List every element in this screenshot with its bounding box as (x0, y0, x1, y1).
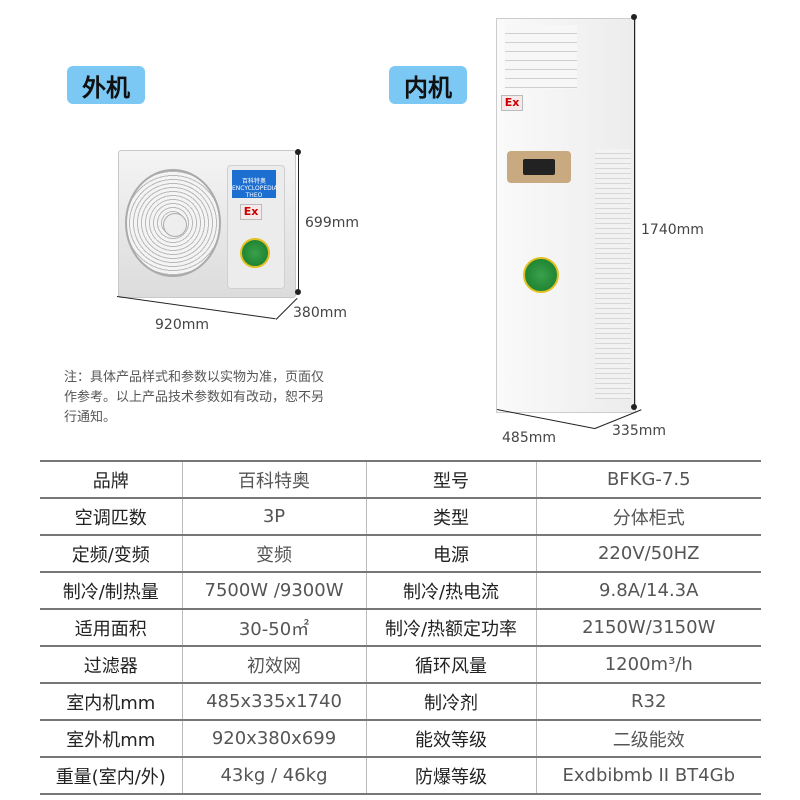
spec-key: 重量(室内/外) (40, 756, 183, 795)
spec-value: BFKG-7.5 (536, 460, 761, 499)
indoor-depth: 335mm (612, 423, 666, 439)
spec-value: 485x335x1740 (182, 682, 367, 721)
spec-value: 3P (182, 497, 367, 536)
spec-value: 二级能效 (536, 719, 761, 758)
spec-value: 9.8A/14.3A (536, 571, 761, 610)
spec-value: Exdbibmb II BT4Gb (536, 756, 761, 795)
spec-value: R32 (536, 682, 761, 721)
spec-value: 30-50㎡ (182, 608, 367, 647)
spec-key: 制冷/热电流 (366, 571, 537, 610)
spec-key: 过滤器 (40, 645, 183, 684)
spec-value: 分体柜式 (536, 497, 761, 536)
spec-key: 能效等级 (366, 719, 537, 758)
spec-value: 变频 (182, 534, 367, 573)
spec-key: 制冷/热额定功率 (366, 608, 537, 647)
outdoor-side-panel: 百科特奥 ENCYCLOPEDIA THEO Ex (227, 165, 285, 289)
side-vent (595, 149, 631, 399)
fan-grille (125, 169, 221, 277)
spec-key: 定频/变频 (40, 534, 183, 573)
spec-key: 室外机mm (40, 719, 183, 758)
air-outlet-grille (505, 25, 577, 89)
spec-value: 初效网 (182, 645, 367, 684)
spec-key: 品牌 (40, 460, 183, 499)
spec-value: 7500W /9300W (182, 571, 367, 610)
outdoor-unit-tag: 外机 (67, 66, 145, 104)
outdoor-unit-image: 百科特奥 ENCYCLOPEDIA THEO Ex (118, 150, 296, 298)
indoor-width: 485mm (502, 430, 556, 446)
spec-key: 适用面积 (40, 608, 183, 647)
spec-value: 2150W/3150W (536, 608, 761, 647)
spec-value: 43kg / 46kg (182, 756, 367, 795)
spec-key: 防爆等级 (366, 756, 537, 795)
spec-key: 电源 (366, 534, 537, 573)
spec-key: 制冷/制热量 (40, 571, 183, 610)
indoor-height: 1740mm (641, 222, 704, 238)
spec-key: 空调匹数 (40, 497, 183, 536)
brand-label: 百科特奥 ENCYCLOPEDIA THEO (232, 170, 278, 199)
spec-key: 制冷剂 (366, 682, 537, 721)
outdoor-width: 920mm (155, 317, 209, 333)
spec-value: 百科特奥 (182, 460, 367, 499)
spec-value: 1200m³/h (536, 645, 761, 684)
indoor-unit-image: Ex (496, 18, 636, 413)
disclaimer-note: 注：具体产品样式和参数以实物为准，页面仅作参考。以上产品技术参数如有改动，恕不另… (64, 370, 325, 425)
spec-key: 类型 (366, 497, 537, 536)
spec-key: 室内机mm (40, 682, 183, 721)
spec-key: 型号 (366, 460, 537, 499)
certification-seal-icon (523, 257, 559, 293)
outdoor-depth: 380mm (293, 305, 347, 321)
spec-value: 920x380x699 (182, 719, 367, 758)
spec-key: 循环风量 (366, 645, 537, 684)
spec-value: 220V/50HZ (536, 534, 761, 573)
outdoor-height: 699mm (305, 215, 359, 231)
indoor-unit-tag: 内机 (389, 66, 467, 104)
certification-seal-icon (240, 238, 270, 268)
control-display (507, 151, 571, 183)
ex-badge: Ex (240, 204, 262, 220)
ex-badge: Ex (501, 95, 523, 111)
